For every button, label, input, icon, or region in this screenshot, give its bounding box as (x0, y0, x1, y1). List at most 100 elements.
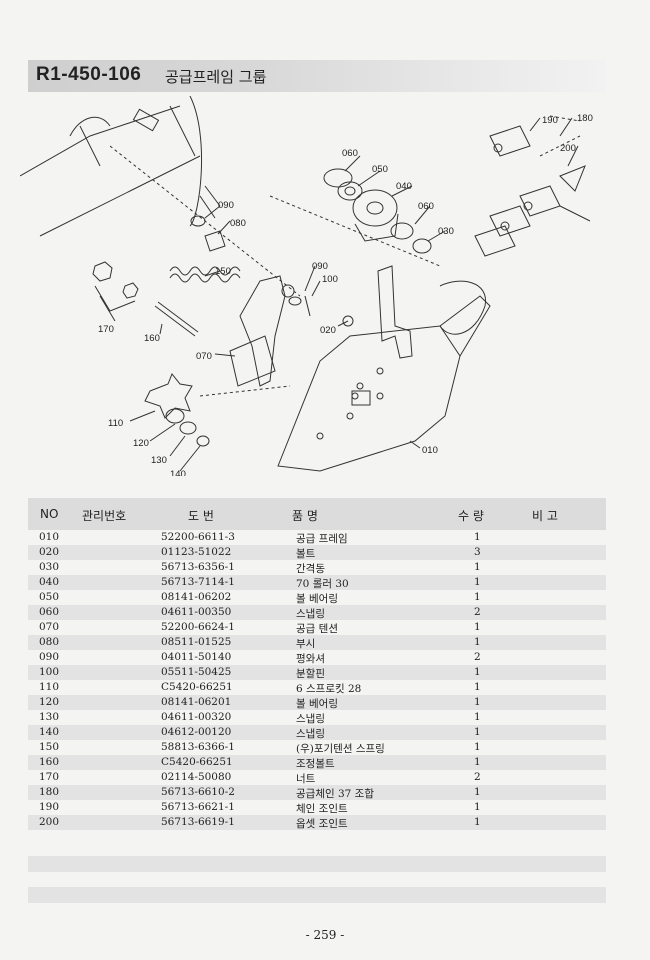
cell-part-name: 스냅링 (296, 728, 325, 740)
cell-qty: 1 (474, 531, 481, 543)
cell-no: 050 (39, 591, 60, 603)
cell-drawing-no: 56713-6619-1 (161, 816, 235, 828)
cell-part-name: 옵셋 조인트 (296, 818, 348, 830)
cell-drawing-no: 58813-6366-1 (161, 741, 235, 753)
callout-label: 200 (560, 143, 576, 154)
cell-drawing-no: 56713-6621-1 (161, 801, 235, 813)
cell-drawing-no: 04611-00350 (161, 606, 232, 618)
cell-part-name: 볼 베어링 (296, 593, 338, 605)
header-no: NO (40, 507, 59, 521)
cell-no: 170 (39, 771, 60, 783)
callout-label: 080 (230, 218, 246, 229)
cell-part-name: 부시 (296, 638, 316, 650)
callout-label: 100 (322, 274, 338, 285)
callout-label: 010 (422, 445, 438, 456)
cell-drawing-no: C5420-66251 (161, 681, 233, 693)
cell-qty: 3 (474, 546, 481, 558)
cell-no: 060 (39, 606, 60, 618)
callout-label: 050 (372, 164, 388, 175)
cell-drawing-no: 52200-6611-3 (161, 531, 235, 543)
callout-label: 090 (218, 200, 234, 211)
cell-part-name: 볼트 (296, 548, 316, 560)
header-mgmt-no: 관리번호 (82, 509, 127, 523)
cell-part-name: 너트 (296, 773, 316, 785)
cell-drawing-no: 04611-00320 (161, 711, 232, 723)
callout-label: 040 (396, 181, 412, 192)
cell-no: 190 (39, 801, 60, 813)
table-row: 200 56713-6619-1 옵셋 조인트 1 (28, 815, 606, 830)
cell-no: 040 (39, 576, 60, 588)
cell-drawing-no: 08141-06202 (161, 591, 232, 603)
cell-qty: 1 (474, 726, 481, 738)
callout-label: 140 (170, 469, 186, 476)
header-part-name: 품 명 (292, 509, 318, 523)
cell-drawing-no: 02114-50080 (161, 771, 232, 783)
group-name: 공급프레임 그룹 (165, 68, 267, 86)
cell-drawing-no: 56713-6610-2 (161, 786, 235, 798)
cell-no: 130 (39, 711, 60, 723)
cell-qty: 1 (474, 756, 481, 768)
cell-drawing-no: 01123-51022 (161, 546, 232, 558)
callout-label: 090 (312, 261, 328, 272)
cell-qty: 1 (474, 711, 481, 723)
callout-label: 110 (108, 418, 123, 429)
cell-part-name: (우)포기텐션 스프링 (296, 743, 385, 755)
cell-no: 090 (39, 651, 60, 663)
page-number: - 259 - (305, 928, 345, 942)
cell-drawing-no: 04011-50140 (161, 651, 232, 663)
cell-no: 070 (39, 621, 60, 633)
table-header: NO 관리번호 도 번 품 명 수 량 비 고 (28, 498, 606, 530)
cell-qty: 1 (474, 591, 481, 603)
cell-drawing-no: 56713-7114-1 (161, 576, 235, 588)
callout-label: 020 (320, 325, 336, 336)
cell-qty: 1 (474, 696, 481, 708)
cell-qty: 1 (474, 681, 481, 693)
cell-part-name: 볼 베어링 (296, 698, 338, 710)
cell-part-name: 스냅링 (296, 713, 325, 725)
table-row: 110 C5420-66251 6 스프로킷 28 1 (28, 680, 606, 695)
title-bar: R1-450-106 공급프레임 그룹 (28, 60, 606, 92)
cell-no: 020 (39, 546, 60, 558)
cell-drawing-no: 08511-01525 (161, 636, 232, 648)
table-row: 130 04611-00320 스냅링 1 (28, 710, 606, 725)
cell-part-name: 공급체인 37 조합 (296, 788, 374, 800)
cell-no: 100 (39, 666, 60, 678)
cell-qty: 1 (474, 621, 481, 633)
cell-no: 120 (39, 696, 60, 708)
cell-no: 110 (39, 681, 60, 693)
cell-part-name: 체인 조인트 (296, 803, 348, 815)
callout-label: 190 (542, 115, 558, 126)
cell-part-name: 70 롤러 30 (296, 578, 349, 590)
cell-qty: 1 (474, 636, 481, 648)
header-drawing-no: 도 번 (188, 509, 214, 523)
blank-row (28, 887, 606, 903)
cell-drawing-no: 08141-06201 (161, 696, 232, 708)
header-qty: 수 량 (458, 509, 484, 523)
cell-qty: 1 (474, 816, 481, 828)
cell-no: 200 (39, 816, 60, 828)
cell-no: 160 (39, 756, 60, 768)
cell-qty: 1 (474, 741, 481, 753)
callout-label: 180 (577, 113, 593, 124)
header-remarks: 비 고 (532, 509, 558, 523)
cell-part-name: 간격동 (296, 563, 325, 575)
blank-row (28, 856, 606, 872)
cell-qty: 1 (474, 666, 481, 678)
cell-part-name: 6 스프로킷 28 (296, 683, 362, 695)
cell-qty: 1 (474, 801, 481, 813)
callout-label: 060 (342, 148, 358, 159)
cell-part-name: 공급 프레임 (296, 533, 348, 545)
table-row: 120 08141-06201 볼 베어링 1 (28, 695, 606, 710)
cell-qty: 2 (474, 651, 481, 663)
